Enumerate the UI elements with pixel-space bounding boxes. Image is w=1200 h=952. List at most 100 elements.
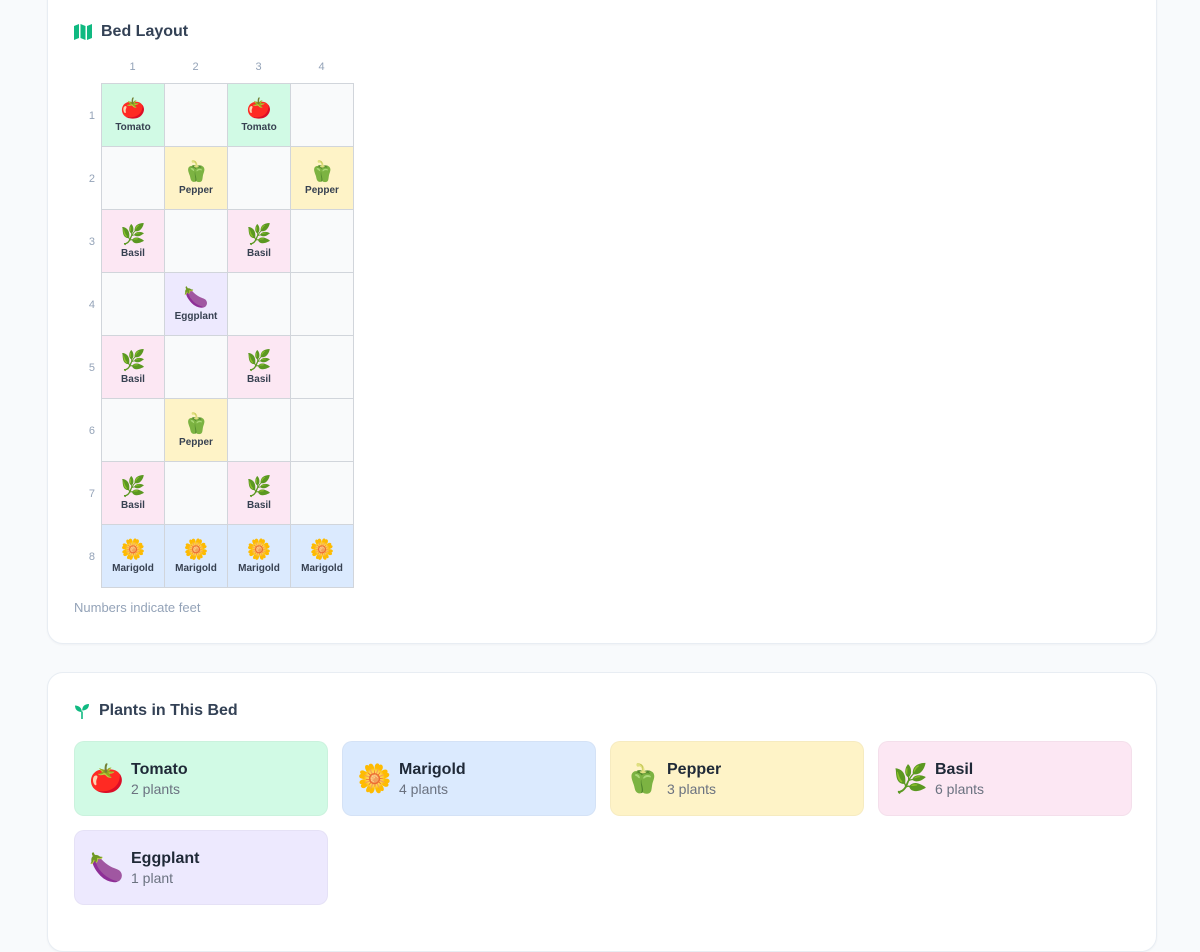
seedling-icon bbox=[74, 703, 90, 719]
plant-card-eggplant[interactable]: 🍆 Eggplant 1 plant bbox=[74, 830, 328, 905]
map-icon bbox=[74, 24, 92, 40]
eggplant-icon: 🍆 bbox=[89, 852, 124, 883]
grid-cell-empty[interactable] bbox=[228, 399, 291, 462]
basil-icon: 🌿 bbox=[893, 763, 928, 794]
basil-icon: 🌿 bbox=[246, 475, 272, 498]
cell-plant-name: Basil bbox=[247, 247, 271, 259]
grid-cell-empty[interactable] bbox=[291, 462, 354, 525]
marigold-icon: 🌼 bbox=[357, 763, 392, 794]
cell-plant-name: Marigold bbox=[112, 562, 154, 574]
basil-icon: 🌿 bbox=[246, 349, 272, 372]
plant-card-name: Tomato bbox=[131, 760, 188, 778]
column-label: 3 bbox=[255, 61, 262, 73]
grid-cell-marigold[interactable]: 🌼Marigold bbox=[165, 525, 228, 588]
grid-cell-marigold[interactable]: 🌼Marigold bbox=[102, 525, 165, 588]
grid-cell-empty[interactable] bbox=[291, 210, 354, 273]
grid-cell-basil[interactable]: 🌿Basil bbox=[102, 210, 165, 273]
bed-layout-title: Bed Layout bbox=[101, 23, 189, 40]
plant-card-text: Marigold 4 plants bbox=[399, 761, 466, 797]
row-label: 2 bbox=[88, 172, 95, 185]
row-label: 1 bbox=[88, 109, 95, 122]
plant-card-text: Pepper 3 plants bbox=[667, 761, 721, 797]
cell-plant-name: Pepper bbox=[179, 436, 213, 448]
grid-cell-empty[interactable] bbox=[165, 462, 228, 525]
cell-plant-name: Basil bbox=[121, 373, 145, 385]
basil-icon: 🌿 bbox=[120, 349, 146, 372]
grid-cell-empty[interactable] bbox=[291, 399, 354, 462]
grid-cell-empty[interactable] bbox=[165, 210, 228, 273]
grid-cell-empty[interactable] bbox=[102, 147, 165, 210]
basil-icon: 🌿 bbox=[246, 223, 272, 246]
plants-title: Plants in This Bed bbox=[99, 702, 238, 719]
grid-cell-tomato[interactable]: 🍅Tomato bbox=[102, 84, 165, 147]
grid-cell-eggplant[interactable]: 🍆Eggplant bbox=[165, 273, 228, 336]
cell-plant-name: Basil bbox=[247, 373, 271, 385]
grid-cell-pepper[interactable]: 🫑Pepper bbox=[291, 147, 354, 210]
plant-card-text: Eggplant 1 plant bbox=[131, 850, 199, 886]
grid-cell-marigold[interactable]: 🌼Marigold bbox=[228, 525, 291, 588]
row-label: 7 bbox=[88, 487, 95, 500]
grid-cell-basil[interactable]: 🌿Basil bbox=[228, 336, 291, 399]
basil-icon: 🌿 bbox=[120, 223, 146, 246]
grid-cell-pepper[interactable]: 🫑Pepper bbox=[165, 399, 228, 462]
cell-plant-name: Marigold bbox=[301, 562, 343, 574]
grid-cell-empty[interactable] bbox=[228, 273, 291, 336]
grid-cell-empty[interactable] bbox=[165, 84, 228, 147]
eggplant-icon: 🍆 bbox=[183, 286, 209, 309]
column-label: 1 bbox=[129, 61, 136, 73]
plant-card-name: Pepper bbox=[667, 760, 722, 778]
plant-card-count: 1 plant bbox=[131, 869, 174, 886]
cell-plant-name: Basil bbox=[121, 499, 145, 511]
grid-cell-empty[interactable] bbox=[228, 147, 291, 210]
cell-plant-name: Marigold bbox=[175, 562, 217, 574]
cell-plant-name: Basil bbox=[247, 499, 271, 511]
plant-card-marigold[interactable]: 🌼 Marigold 4 plants bbox=[342, 741, 596, 816]
row-label: 5 bbox=[88, 361, 95, 374]
grid-cell-empty[interactable] bbox=[102, 273, 165, 336]
bed-layout-header: Bed Layout bbox=[74, 23, 188, 41]
grid-cell-empty[interactable] bbox=[291, 336, 354, 399]
plant-card-count: 4 plants bbox=[399, 780, 449, 797]
grid-cell-basil[interactable]: 🌿Basil bbox=[102, 462, 165, 525]
row-label: 8 bbox=[88, 550, 95, 563]
plant-card-name: Marigold bbox=[399, 760, 466, 778]
grid-cell-pepper[interactable]: 🫑Pepper bbox=[165, 147, 228, 210]
plants-header: Plants in This Bed bbox=[74, 702, 238, 720]
grid-cell-basil[interactable]: 🌿Basil bbox=[228, 462, 291, 525]
cell-plant-name: Tomato bbox=[115, 121, 151, 133]
grid-cell-basil[interactable]: 🌿Basil bbox=[102, 336, 165, 399]
cell-plant-name: Basil bbox=[121, 247, 145, 259]
pepper-icon: 🫑 bbox=[625, 763, 660, 794]
plant-card-pepper[interactable]: 🫑 Pepper 3 plants bbox=[610, 741, 864, 816]
marigold-icon: 🌼 bbox=[183, 538, 209, 561]
cell-plant-name: Pepper bbox=[179, 184, 213, 196]
row-label: 4 bbox=[88, 298, 95, 311]
basil-icon: 🌿 bbox=[120, 475, 146, 498]
grid-cell-empty[interactable] bbox=[165, 336, 228, 399]
row-labels: 1 2 3 4 5 6 7 8 bbox=[74, 84, 100, 588]
plant-card-count: 3 plants bbox=[667, 780, 717, 797]
row-label: 3 bbox=[88, 235, 95, 248]
bed-grid: 🍅Tomato🍅Tomato🫑Pepper🫑Pepper🌿Basil🌿Basil… bbox=[101, 83, 354, 588]
grid-cell-basil[interactable]: 🌿Basil bbox=[228, 210, 291, 273]
tomato-icon: 🍅 bbox=[120, 97, 146, 120]
column-label: 2 bbox=[192, 61, 199, 73]
row-label: 6 bbox=[88, 424, 95, 437]
plant-card-name: Eggplant bbox=[131, 849, 200, 867]
plant-card-name: Basil bbox=[935, 760, 974, 778]
grid-cell-empty[interactable] bbox=[291, 273, 354, 336]
marigold-icon: 🌼 bbox=[309, 538, 335, 561]
grid-cell-empty[interactable] bbox=[102, 399, 165, 462]
plant-card-count: 2 plants bbox=[131, 780, 181, 797]
marigold-icon: 🌼 bbox=[246, 538, 272, 561]
tomato-icon: 🍅 bbox=[246, 97, 272, 120]
grid-cell-tomato[interactable]: 🍅Tomato bbox=[228, 84, 291, 147]
grid-cell-empty[interactable] bbox=[291, 84, 354, 147]
grid-cell-marigold[interactable]: 🌼Marigold bbox=[291, 525, 354, 588]
